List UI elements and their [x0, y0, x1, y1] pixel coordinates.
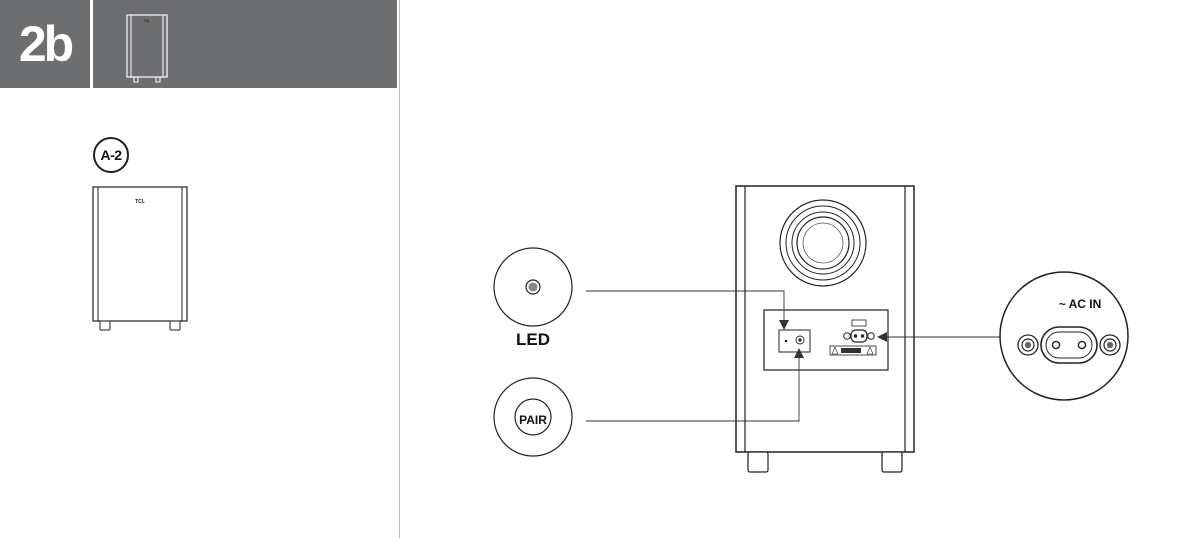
control-box — [778, 329, 811, 353]
step-number-box: 2b — [0, 0, 90, 88]
part-reference-badge: A-2 — [93, 137, 129, 173]
front-logo: TCL — [135, 199, 145, 205]
pair-arrowhead — [794, 348, 804, 358]
ac-in-callout — [999, 271, 1129, 401]
pair-leader-line — [586, 356, 800, 422]
bass-port — [779, 199, 867, 287]
led-label: LED — [516, 330, 550, 349]
panel-divider — [399, 0, 400, 538]
foot-left — [747, 451, 769, 473]
led-leader-line — [586, 290, 785, 322]
step-number: 2b — [18, 16, 74, 72]
led-callout — [493, 247, 573, 327]
subwoofer-rear-diagram — [493, 185, 1129, 473]
subwoofer-front-icon: TCL — [92, 186, 188, 331]
ac-in-label: ~ AC IN — [1058, 297, 1102, 311]
ac-arrowhead — [877, 332, 887, 342]
panel-ac-socket — [829, 319, 877, 356]
header-bar: TCL — [93, 0, 397, 88]
led-arrowhead — [779, 320, 789, 330]
subwoofer-thumbnail-icon: TCL — [126, 14, 168, 83]
foot-right — [881, 451, 903, 473]
thumbnail-logo: TCL — [144, 19, 152, 23]
pair-label: PAIR — [519, 413, 547, 427]
pair-callout — [493, 377, 573, 457]
